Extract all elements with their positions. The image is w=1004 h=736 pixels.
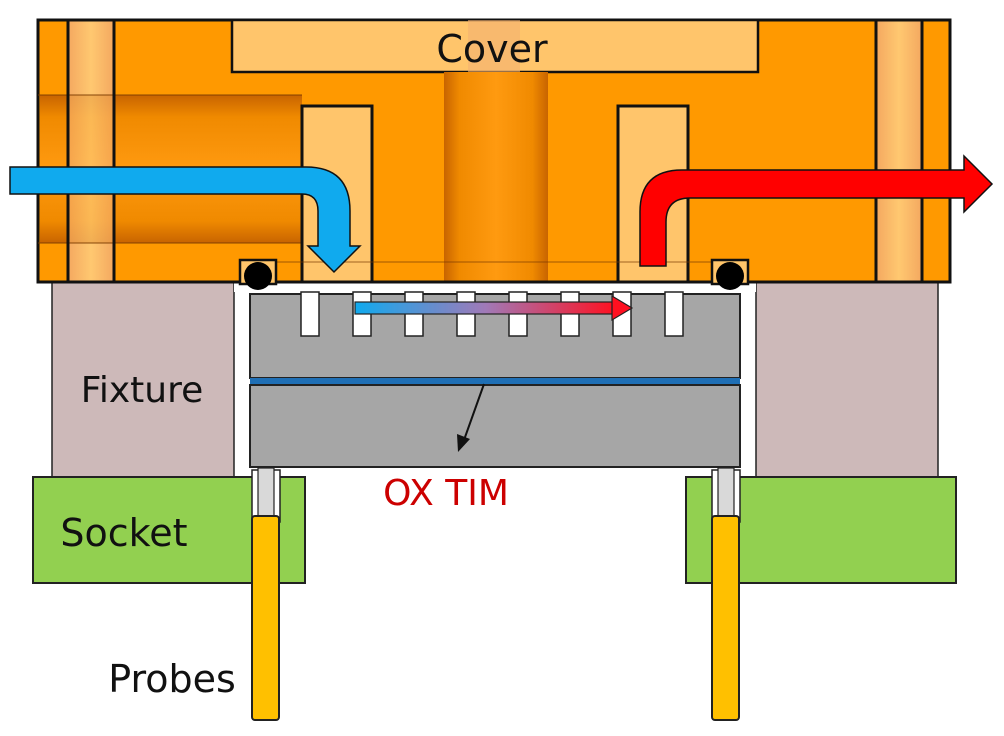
device-die [249,384,741,468]
coolant-outlet-arrow [639,154,994,267]
cover-label: Cover [436,27,548,71]
cold-plate-fin [300,291,320,337]
fixture-left [51,281,235,479]
probes-label: Probes [108,657,236,701]
right-bolt-light [874,18,924,284]
coolant-inlet-arrow [9,166,362,274]
tim-pointer-arrow [457,383,485,452]
probe-left [251,467,281,721]
tim-layer [250,378,740,385]
probe-right [711,467,741,721]
channel-flow-arrow [354,294,634,322]
o-ring-left [244,262,272,290]
fixture-label: Fixture [81,370,203,411]
cold-plate-fin [664,291,684,337]
socket-label: Socket [60,511,187,555]
center-column [444,72,548,282]
fixture-right [755,281,939,479]
o-ring-right [716,262,744,290]
tim-label: OX TIM [383,473,509,514]
